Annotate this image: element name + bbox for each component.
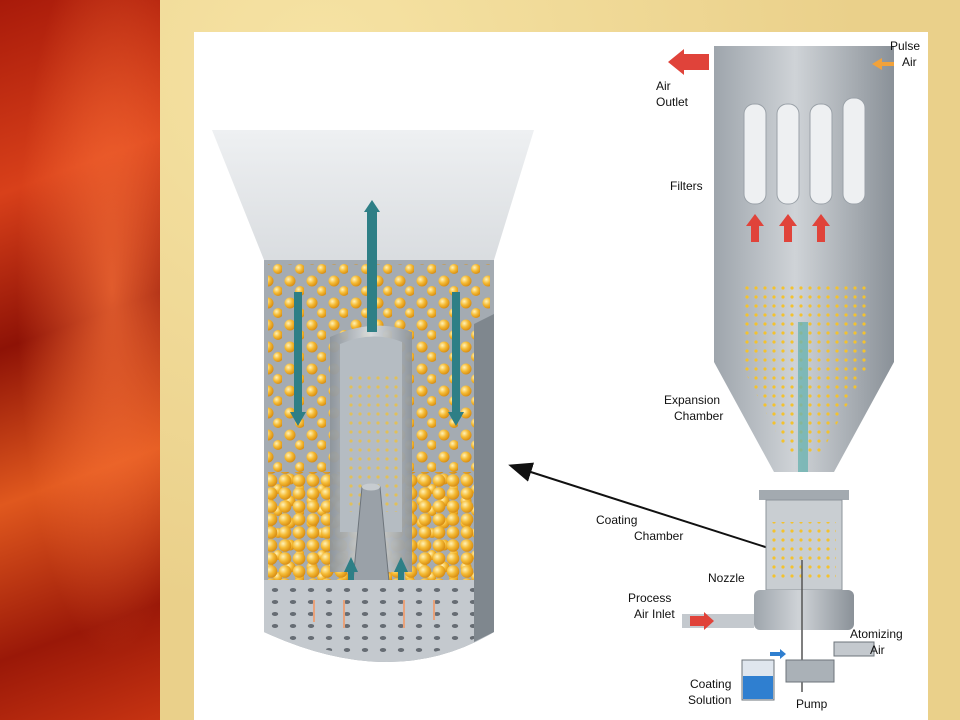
process-air-arrows: [313, 600, 435, 628]
label-pulse-air-2: Air: [902, 55, 917, 69]
slide-background-red: [0, 0, 160, 720]
solution-flow-arrow: [770, 649, 786, 659]
coating-particles: [772, 522, 836, 582]
label-air-outlet-2: Outlet: [656, 95, 689, 109]
label-filters: Filters: [670, 179, 703, 193]
air-plenum: [754, 590, 854, 630]
process-air-arrow: [690, 612, 714, 630]
filter-housing: [714, 82, 894, 242]
label-solution-2: Solution: [688, 693, 731, 707]
diagram-labels: Air Outlet Pulse Air Filters Expansion C…: [596, 39, 920, 711]
expansion-airflow: [798, 322, 808, 472]
air-outlet-arrow: [668, 49, 709, 75]
filter-air-arrows: [746, 214, 830, 242]
label-process-1: Process: [628, 591, 671, 605]
label-atomizing-2: Air: [870, 643, 885, 657]
cutaway-wall: [474, 314, 494, 642]
pulse-air-arrow: [872, 58, 894, 70]
label-pulse-air-1: Pulse: [890, 39, 920, 53]
diagram-svg: Air Outlet Pulse Air Filters Expansion C…: [212, 39, 920, 711]
wurster-coater-figure: Air Outlet Pulse Air Filters Expansion C…: [194, 32, 928, 720]
pump: [785, 659, 835, 683]
callout-arrow: [508, 462, 807, 561]
label-coating-2: Chamber: [634, 529, 683, 543]
airflow-arrows: [290, 200, 464, 594]
label-expansion-1: Expansion: [664, 393, 720, 407]
fluid-bed-coater: [668, 46, 894, 701]
filter-bags: [743, 97, 866, 205]
label-atomizing-1: Atomizing: [850, 627, 903, 641]
label-process-2: Air Inlet: [634, 607, 675, 621]
label-air-outlet-1: Air: [656, 79, 671, 93]
label-solution-1: Coating: [690, 677, 731, 691]
coating-solution-liquid: [743, 676, 773, 699]
label-pump: Pump: [796, 697, 828, 711]
enlarged-chamber-view: [212, 130, 534, 662]
filter-housing-top: [714, 46, 894, 82]
label-expansion-2: Chamber: [674, 409, 723, 423]
nozzle-tip: [362, 483, 380, 491]
label-coating-1: Coating: [596, 513, 637, 527]
coating-chamber-flange: [759, 490, 849, 500]
atomizing-air-line: [833, 641, 875, 657]
label-nozzle: Nozzle: [708, 571, 745, 585]
plate-holes: [266, 588, 492, 657]
